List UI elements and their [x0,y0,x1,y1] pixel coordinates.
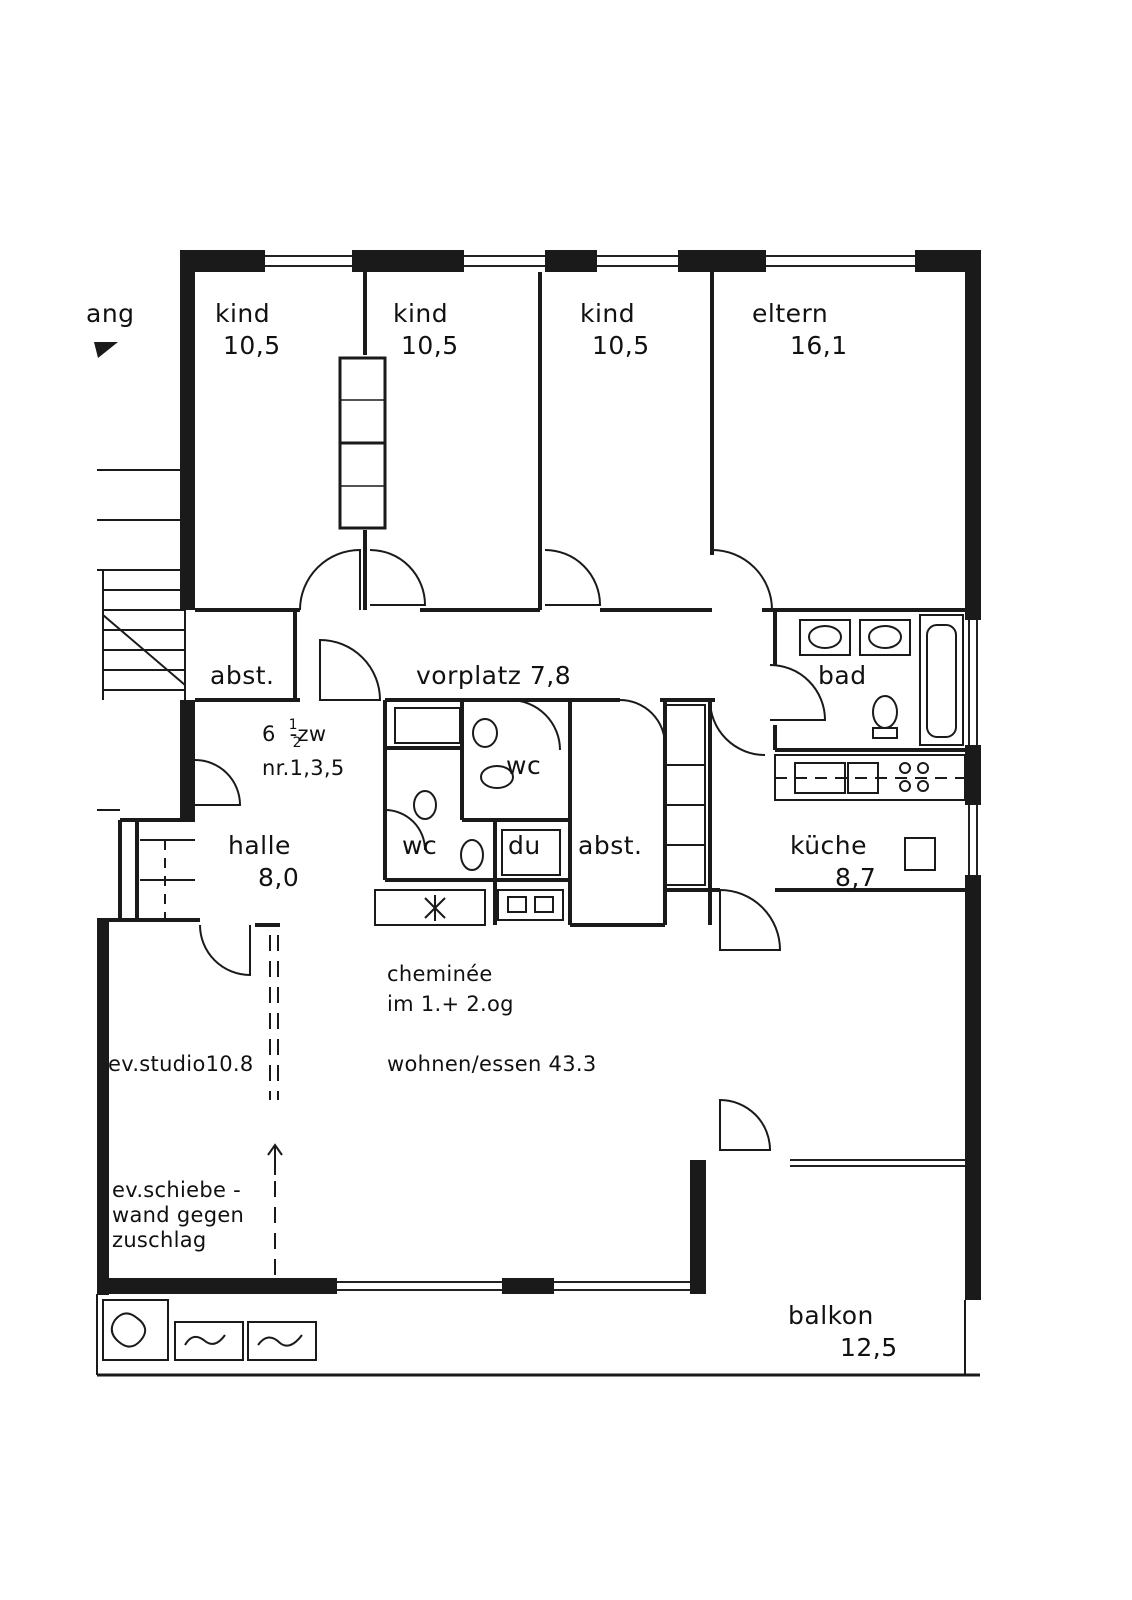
cheminee-note-line1: cheminée [387,962,493,986]
wardrobes [338,356,706,886]
room-eltern-label: eltern [752,299,829,328]
interior-walls [97,272,965,927]
room-wc-upper-label: wc [506,751,542,780]
room-eltern-area: 16,1 [790,331,848,360]
room-vorplatz-label: vorplatz 7,8 [416,661,572,690]
room-kind1-area: 10,5 [223,331,281,360]
room-halle-label: halle [228,831,291,860]
schiebewand-note-line2: wand gegen [112,1203,245,1227]
sliding-partition [267,935,283,1278]
room-du-label: du [508,831,541,860]
cheminee-note-line2: im 1.+ 2.og [387,992,514,1016]
room-kind2-area: 10,5 [401,331,459,360]
apartment-type-whole: 6 [262,722,276,746]
room-bad-label: bad [818,661,867,690]
exterior-walls [97,250,981,1300]
bathroom-fixtures [413,614,964,921]
stair-and-entry [97,469,195,920]
room-kueche-area: 8,7 [835,863,877,892]
apartment-type-suffix: -zw [289,722,327,746]
room-abst-left-label: abst. [210,661,275,690]
entry-arrow [94,342,118,358]
room-wohnen-label: wohnen/essen 43.3 [387,1052,597,1076]
balcony [96,1294,980,1377]
schiebewand-note-line3: zuschlag [112,1228,207,1252]
room-kind2-label: kind [393,299,449,328]
room-abst-center-label: abst. [578,831,643,860]
apartment-type-fraction-num: 1 [288,717,298,733]
room-wc-lower-label: wc [402,831,438,860]
room-kind1-label: kind [215,299,271,328]
apartment-type-fraction-den: 2 [292,735,302,751]
doors [194,548,827,1151]
room-halle-area: 8,0 [258,863,300,892]
room-studio-label: ev.studio10.8 [108,1052,254,1076]
room-kueche-label: küche [790,831,868,860]
room-eingang-label: ang [86,299,135,328]
room-kind3-label: kind [580,299,636,328]
schiebewand-note-line1: ev.schiebe - [112,1178,242,1202]
kitchen-fixtures [774,754,966,871]
room-balkon-label: balkon [788,1301,874,1330]
window-lines [265,255,978,1291]
apartment-numbers-label: nr.1,3,5 [262,756,345,780]
room-kind3-area: 10,5 [592,331,650,360]
fireplace [374,889,486,926]
room-balkon-area: 12,5 [840,1333,898,1362]
